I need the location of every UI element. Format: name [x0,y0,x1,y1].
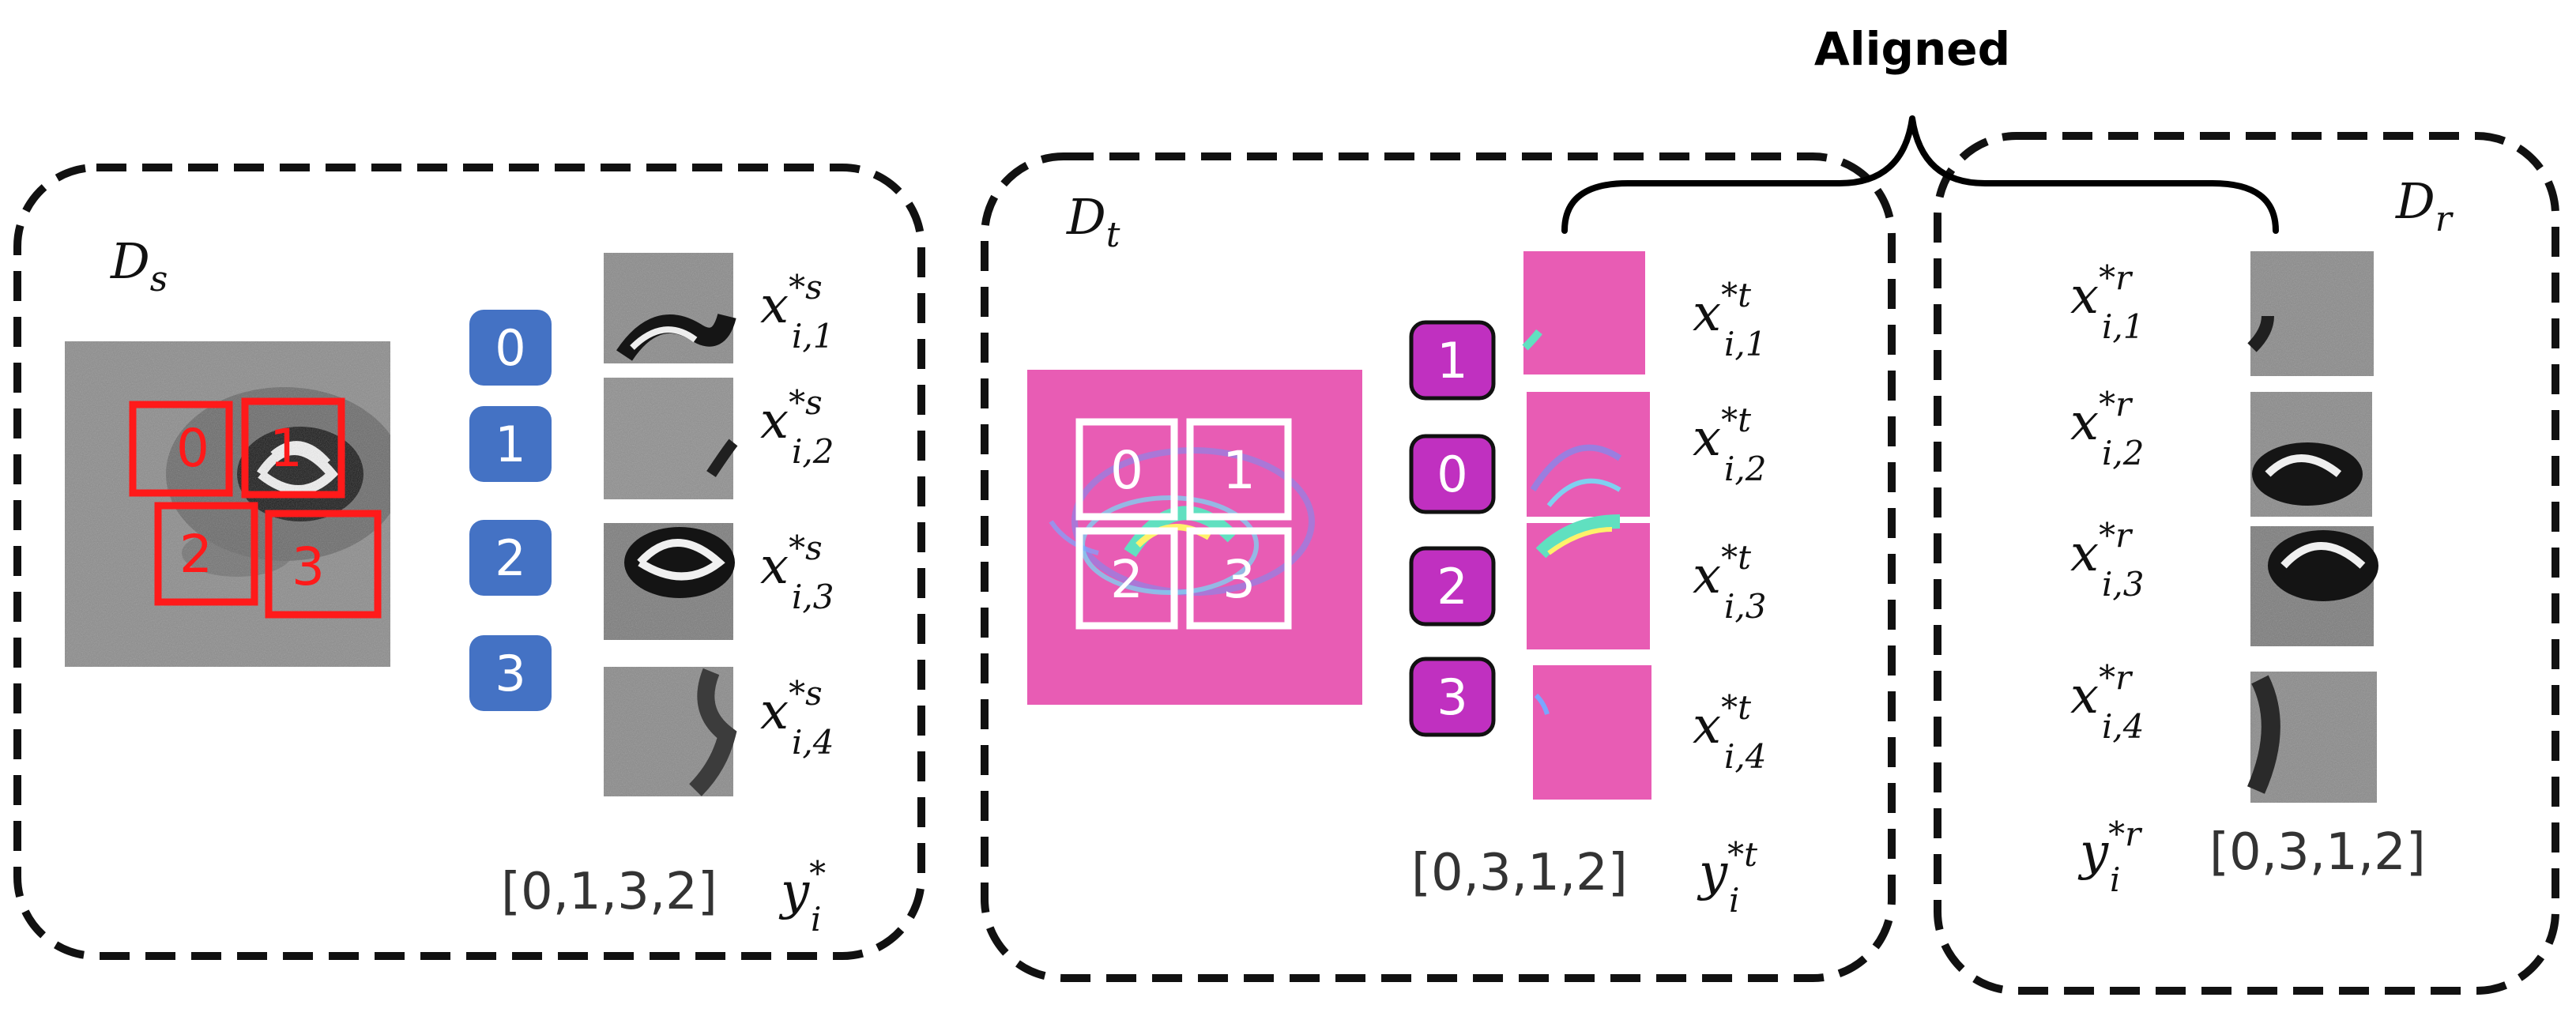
target-order-badge [1409,320,1496,401]
target-order-badge-label: 1 [1437,332,1467,390]
target-image [1027,370,1362,705]
source-patch-thumb [604,667,737,796]
target-patch-thumb [1527,514,1650,649]
target-patch-thumb [1522,251,1645,374]
source-grid-label-3: 3 [292,536,325,597]
target-patch-grid [1075,418,1292,630]
source-grid-cell-3 [265,510,382,619]
target-patch-thumb [1527,392,1650,517]
source-order-badge [469,310,552,386]
aligned-brace [1561,115,2279,234]
source-domain-title: Ds [110,232,168,299]
target-grid-label-3: 3 [1222,549,1256,610]
source-order-badge-label: 2 [495,529,525,587]
target-domain-box [981,152,1896,982]
target-order-badge-label: 3 [1437,668,1467,726]
source-grid-cell-2 [154,502,258,606]
target-patch-thumb [1533,665,1651,800]
target-order-badge-label: 2 [1437,558,1467,615]
source-order-badge [469,520,552,596]
target-grid-cell-2 [1075,527,1178,630]
reference-patch-thumb [2250,392,2372,517]
source-grid-cell-0 [129,401,233,497]
target-grid-cell-3 [1186,527,1292,630]
source-order-badge [469,406,552,482]
target-order-badge-label: 0 [1437,446,1467,503]
target-permutation: [0,3,1,2] [1411,844,1628,902]
source-order-badge-label: 0 [495,319,525,377]
target-order-badge [1409,546,1496,627]
target-grid-label-0: 0 [1110,440,1143,501]
target-order-badge [1409,434,1496,514]
reference-patch-thumb [2250,526,2378,646]
target-domain-title: Dt [1066,188,1120,255]
reference-patch-thumb [2246,672,2377,803]
source-order-badge-label: 1 [495,416,525,473]
source-permutation: [0,1,3,2] [501,863,717,921]
source-order-badge-label: 3 [495,645,525,702]
aligned-label: Aligned [1814,22,2010,76]
source-patch-thumb [604,523,735,640]
reference-permutation: [0,3,1,2] [2209,823,2426,882]
source-patch-thumb [604,253,736,363]
source-grid-label-1: 1 [269,418,303,479]
reference-domain-box [1934,132,2559,995]
reference-domain-title: Dr [2395,172,2454,239]
target-order-badge [1409,657,1496,737]
target-grid-label-1: 1 [1222,440,1256,501]
target-grid-cell-0 [1075,418,1178,521]
target-grid-label-2: 2 [1110,549,1143,610]
target-grid-cell-1 [1186,418,1292,521]
reference-patch-thumb [2247,251,2374,376]
source-label-variable: y*i [778,854,826,939]
source-patch-grid [129,397,382,619]
source-grid-label-0: 0 [176,418,209,479]
source-order-badge [469,635,552,711]
source-domain-box [13,164,925,960]
source-grid-label-2: 2 [179,524,213,585]
source-patch-thumb [604,378,738,499]
source-grid-cell-1 [241,397,345,499]
